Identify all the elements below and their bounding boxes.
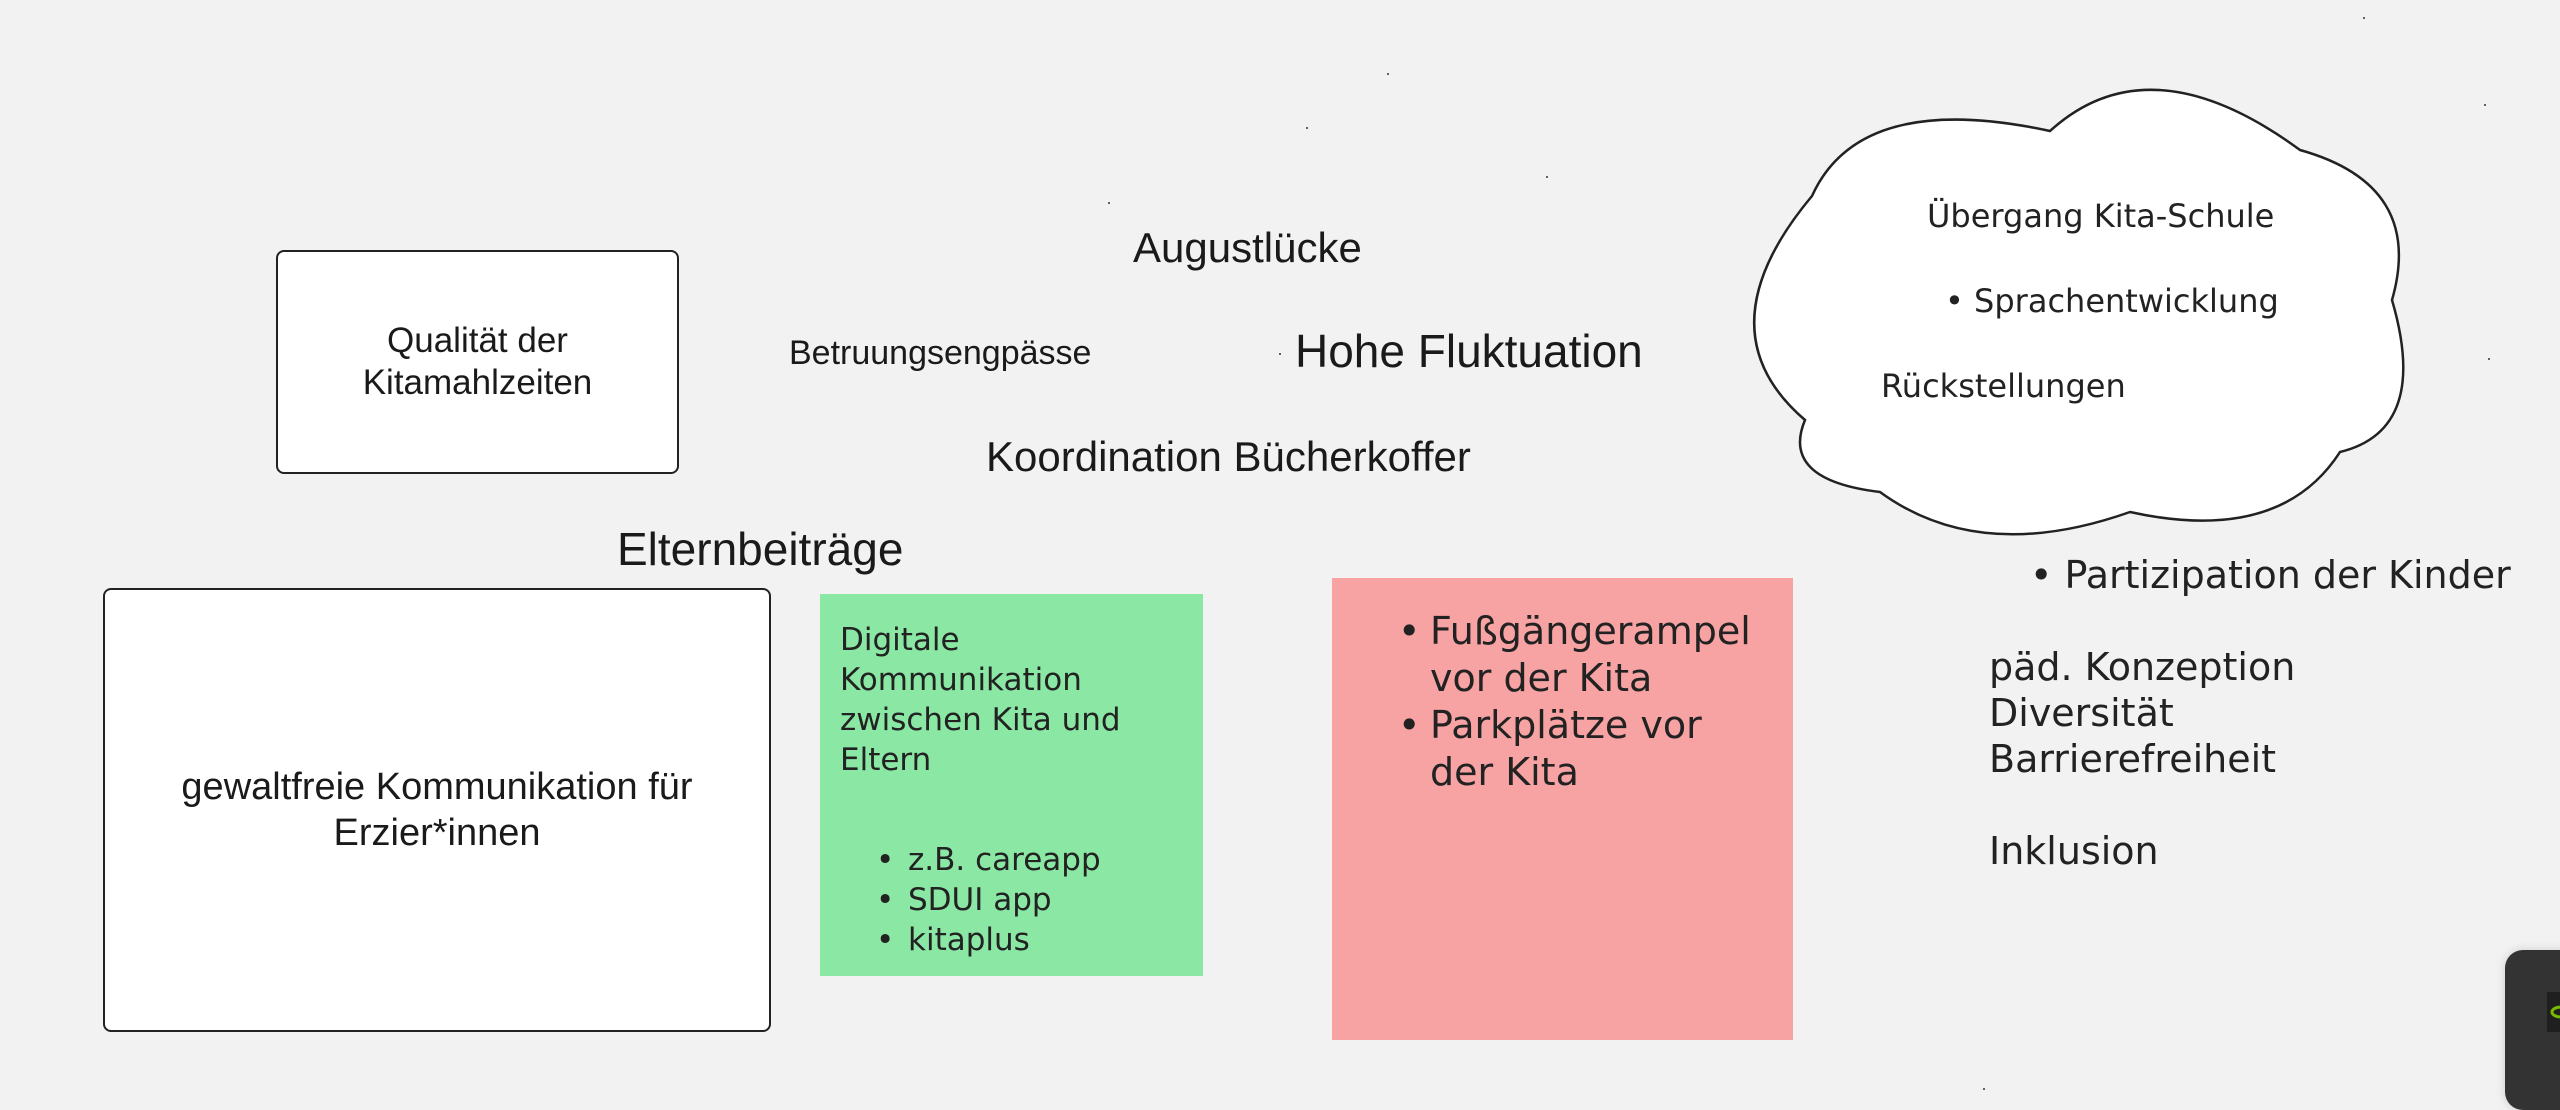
speck <box>1983 1088 1985 1090</box>
red-note-item: Parkplätze vor der Kita <box>1392 702 1710 796</box>
concept-line: päd. Konzeption <box>1989 645 2296 689</box>
cloud-bullet: • Sprachentwicklung <box>1945 282 2279 320</box>
cloud-bullet-text: Sprachentwicklung <box>1974 282 2279 320</box>
label-fluktuation[interactable]: Hohe Fluktuation <box>1295 325 1643 377</box>
overlay-panel[interactable] <box>2505 950 2560 1110</box>
cloud-extra: Rückstellungen <box>1881 367 2126 405</box>
violence-free-box[interactable]: gewaltfreie Kommunikation für Erzier*inn… <box>103 588 771 1032</box>
quality-meals-text: Qualität der Kitamahlzeiten <box>362 321 593 402</box>
speck <box>2484 104 2486 106</box>
speck <box>2363 17 2365 19</box>
speck <box>1546 176 1548 178</box>
speck <box>1279 353 1281 355</box>
eye-icon[interactable] <box>2547 992 2560 1032</box>
concept-line: Diversität <box>1989 691 2174 735</box>
speck <box>1387 73 1389 75</box>
participation-text: Partizipation der Kinder <box>2064 553 2511 597</box>
label-buecherkoffer[interactable]: Koordination Bücherkoffer <box>986 433 1471 480</box>
violence-free-text: gewaltfreie Kommunikation für Erzier*inn… <box>181 766 693 854</box>
speck <box>2488 358 2490 360</box>
label-augustluecke[interactable]: Augustlücke <box>1133 224 1362 271</box>
concept-line: Inklusion <box>1989 829 2159 873</box>
red-note-item: Fußgängerampel vor der Kita <box>1392 608 1760 702</box>
red-sticky-note[interactable]: Fußgängerampel vor der Kita Parkplätze v… <box>1332 578 1793 1040</box>
cloud-title: Übergang Kita-Schule <box>1927 197 2275 235</box>
green-note-item: kitaplus <box>870 920 1183 960</box>
speck <box>1306 127 1308 129</box>
participation-bullet[interactable]: • Partizipation der Kinder <box>2030 553 2511 597</box>
green-note-item: z.B. careapp <box>870 840 1183 880</box>
green-note-item: SDUI app <box>870 880 1183 920</box>
speck <box>1108 202 1110 204</box>
label-betreuung[interactable]: Betruungsengpässe <box>789 334 1092 372</box>
green-sticky-note[interactable]: Digitale Kommunikation zwischen Kita und… <box>820 594 1203 976</box>
green-note-title: Digitale Kommunikation zwischen Kita und… <box>840 622 1121 778</box>
concept-line: Barrierefreiheit <box>1989 737 2277 781</box>
concept-list[interactable]: päd. Konzeption Diversität Barrierefreih… <box>1989 644 2295 874</box>
label-elternbeitraege[interactable]: Elternbeiträge <box>617 523 904 575</box>
quality-meals-box[interactable]: Qualität der Kitamahlzeiten <box>276 250 679 474</box>
